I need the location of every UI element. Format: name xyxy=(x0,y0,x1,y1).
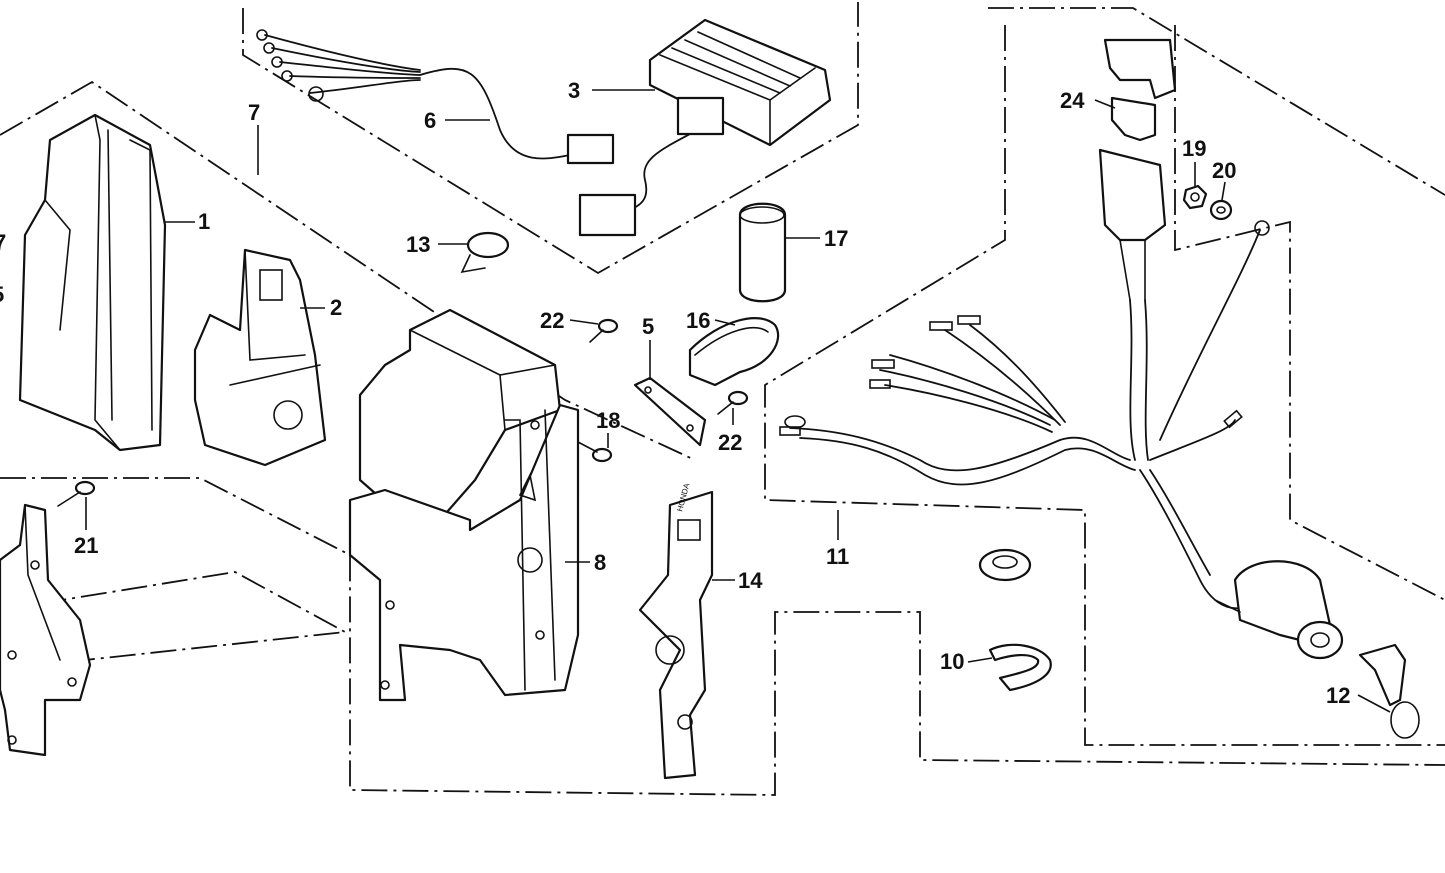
leader-24 xyxy=(1094,99,1116,109)
screw-18 xyxy=(577,441,613,463)
fuse-holder-outline xyxy=(1174,25,1445,601)
washer-20 xyxy=(1209,199,1233,221)
callout-12: 12 xyxy=(1326,683,1350,708)
regulator-rectifier xyxy=(648,18,832,147)
leader-22-upper xyxy=(569,319,599,325)
callout-6: 6 xyxy=(424,108,436,133)
regulator-harness xyxy=(256,29,691,237)
callout-8: 8 xyxy=(594,550,606,575)
control-box-group-outline xyxy=(0,80,696,461)
leader-12 xyxy=(1357,694,1391,713)
cable-tie-10 xyxy=(988,643,1052,692)
bracket-group-outline xyxy=(0,571,348,661)
main-wiring-harness xyxy=(779,220,1270,610)
screws xyxy=(57,318,749,507)
grommet xyxy=(978,548,1032,582)
leader-16 xyxy=(714,319,736,326)
callout-21: 21 xyxy=(74,533,98,558)
callout-18: 18 xyxy=(596,408,620,433)
callout-22-upper: 22 xyxy=(540,308,564,333)
ignition-key xyxy=(1358,643,1420,739)
callout-5: 5 xyxy=(642,314,654,339)
leader-10 xyxy=(967,657,993,663)
edge-label-5: 5 xyxy=(0,282,4,307)
callout-7: 7 xyxy=(248,100,260,125)
callout-14: 14 xyxy=(738,568,763,593)
callout-16: 16 xyxy=(686,308,710,333)
wiring-harness-group-outline xyxy=(988,7,1445,196)
harness-inner-outline xyxy=(764,25,1445,746)
callout-20: 20 xyxy=(1212,158,1236,183)
callouts: 1 2 3 5 6 7 8 10 11 12 13 14 16 17 18 19… xyxy=(0,78,1350,708)
rubber-sleeve xyxy=(738,202,787,303)
nut-19 xyxy=(1182,184,1208,210)
callout-11: 11 xyxy=(826,544,849,569)
callout-19: 19 xyxy=(1182,136,1206,161)
lower-panel-outline xyxy=(0,477,1445,796)
regulator-group-outline xyxy=(242,2,859,275)
screw-22-upper xyxy=(589,318,619,343)
leader-lines xyxy=(85,89,1391,713)
callout-3: 3 xyxy=(568,78,580,103)
relay-bracket xyxy=(193,248,327,467)
leader-20 xyxy=(1221,181,1226,201)
mounting-plate xyxy=(633,376,707,447)
group-outlines xyxy=(0,2,1445,796)
fuse-holder xyxy=(1098,38,1177,301)
callout-2: 2 xyxy=(330,295,342,320)
cable-clip-13 xyxy=(460,231,510,274)
callout-24: 24 xyxy=(1060,88,1085,113)
control-box-cover xyxy=(18,113,167,452)
callout-22-lower: 22 xyxy=(718,430,742,455)
callout-17: 17 xyxy=(824,226,848,251)
cable-band xyxy=(688,317,780,387)
screw-22-lower xyxy=(717,390,749,415)
callout-10: 10 xyxy=(940,649,964,674)
edge-label-7: 7 xyxy=(0,230,6,255)
ignition-switch xyxy=(1214,560,1344,660)
control-box xyxy=(348,308,580,702)
mounting-bracket xyxy=(0,503,92,757)
callout-13: 13 xyxy=(406,232,430,257)
screw-21 xyxy=(57,480,96,507)
shield-plate: HONDA xyxy=(638,482,714,780)
callout-1: 1 xyxy=(198,209,210,234)
